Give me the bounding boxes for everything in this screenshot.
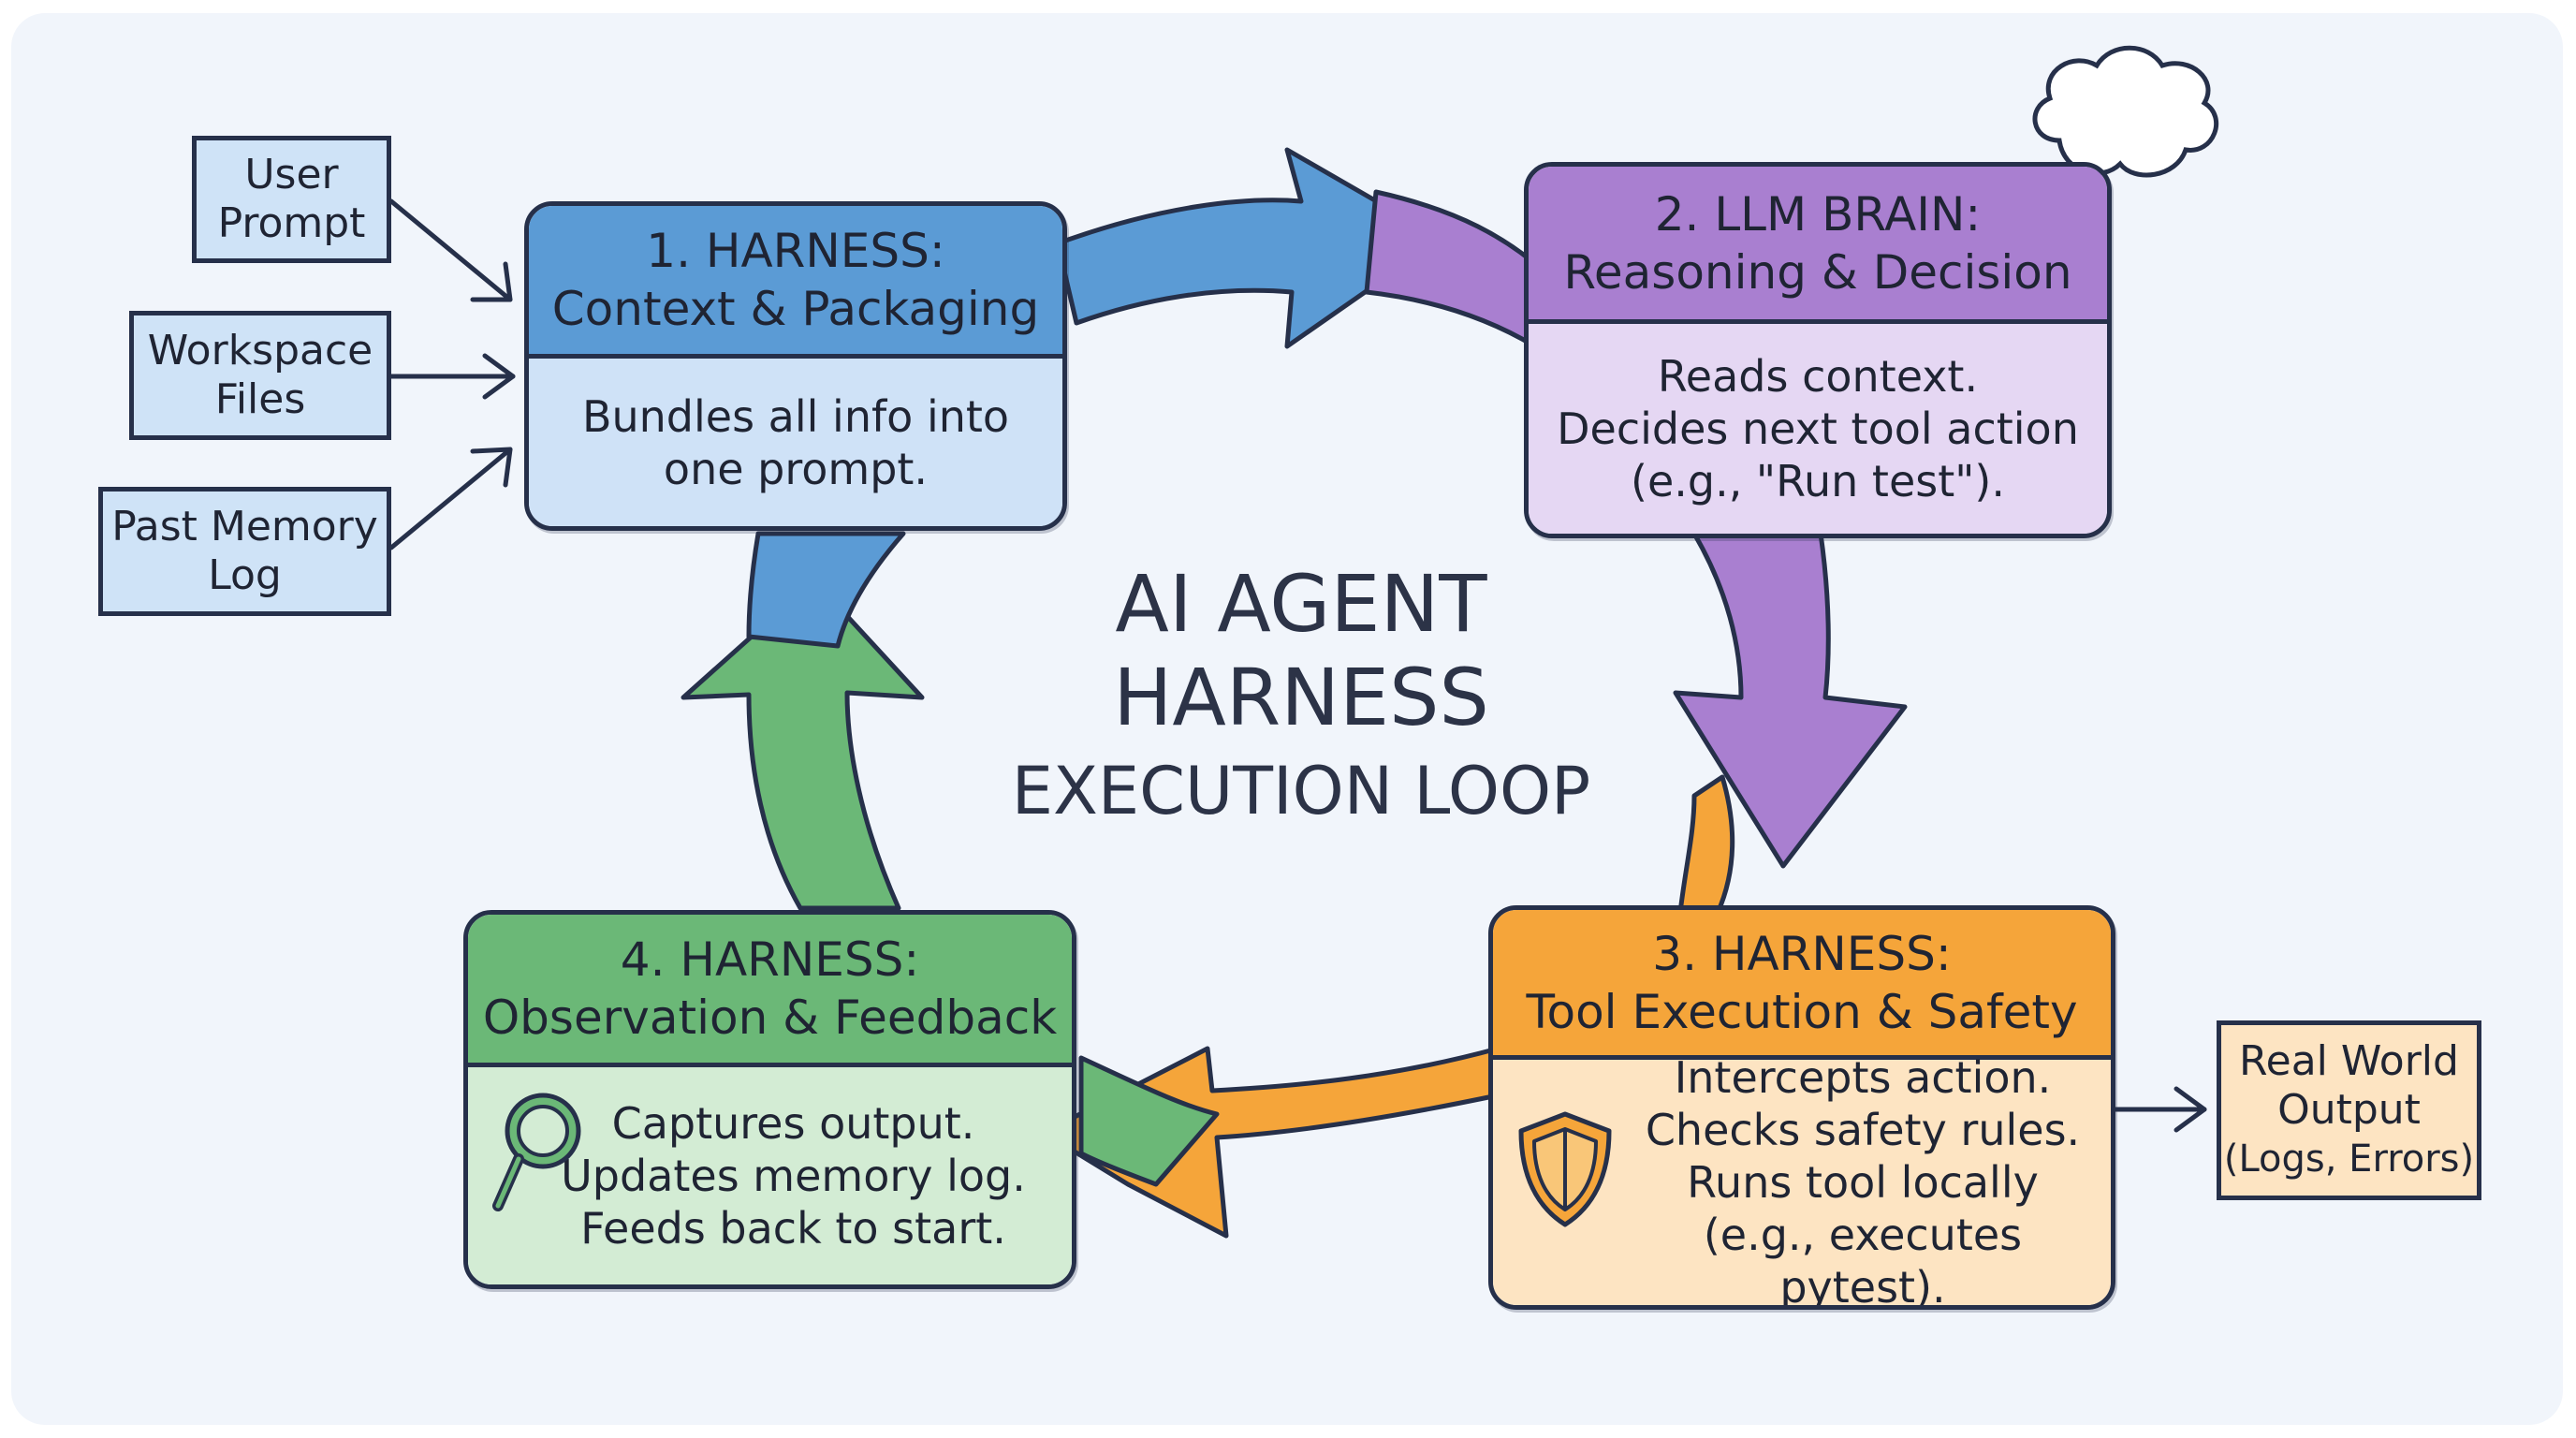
output-line2: Output: [2277, 1086, 2421, 1134]
output-line1: Real World: [2239, 1037, 2459, 1085]
step-4-body-line: Feeds back to start.: [580, 1203, 1006, 1254]
step-4-body-line: Updates memory log.: [561, 1151, 1026, 1201]
step-2-body: Reads context. Decides next tool action …: [1529, 324, 2107, 534]
input-workspace-files-line1: Workspace: [147, 327, 373, 374]
step-1-header: 1. HARNESS: Context & Packaging: [529, 206, 1062, 359]
input-past-memory-log: Past Memory Log: [98, 487, 391, 616]
shield-icon: [1518, 1111, 1612, 1227]
diagram-title-line2: HARNESS: [1113, 652, 1489, 743]
step-2-body-line: (e.g., "Run test").: [1631, 456, 2005, 506]
arrow-1-to-2-tail: [1364, 189, 1547, 349]
step-1-box: 1. HARNESS: Context & Packaging Bundles …: [524, 201, 1067, 531]
step-2-number-label: 2. LLM BRAIN:: [1654, 186, 1982, 242]
step-2-header: 2. LLM BRAIN: Reasoning & Decision: [1529, 167, 2107, 324]
input-arrow-user-prompt-head: [470, 261, 513, 302]
step-1-body: Bundles all info into one prompt.: [529, 359, 1062, 526]
input-workspace-files-line2: Files: [214, 375, 306, 423]
step-2-body-line: Reads context.: [1657, 351, 1979, 402]
input-arrow-memory-log-head: [470, 447, 513, 488]
arrow-4-to-1-tail: [746, 531, 906, 649]
step-2-box: 2. LLM BRAIN: Reasoning & Decision Reads…: [1524, 162, 2112, 538]
input-arrow-user-prompt: [388, 198, 513, 302]
real-world-output-box: Real World Output (Logs, Errors): [2217, 1020, 2481, 1200]
magnifier-icon: [492, 1093, 581, 1211]
step-3-box: 3. HARNESS: Tool Execution & Safety Inte…: [1488, 905, 2115, 1310]
diagram-title-line1: AI AGENT: [1115, 558, 1487, 650]
step-4-box: 4. HARNESS: Observation & Feedback Captu…: [463, 910, 1076, 1289]
input-user-prompt-line1: User: [244, 151, 339, 198]
input-past-memory-log-line1: Past Memory: [111, 503, 378, 550]
step-4-number-label: 4. HARNESS:: [620, 932, 920, 987]
input-user-prompt-line2: Prompt: [217, 199, 366, 247]
step-1-number-label: 1. HARNESS:: [646, 224, 945, 278]
step-1-body-line: one prompt.: [663, 443, 929, 494]
step-1-body-line: Bundles all info into: [581, 390, 1010, 442]
input-past-memory-log-line2: Log: [208, 551, 282, 599]
arrow-2-to-3-tail: [1677, 774, 1735, 916]
step-3-body-line: (e.g., executes pytest).: [1703, 1210, 2023, 1310]
input-workspace-files: Workspace Files: [129, 311, 391, 440]
step-3-header: 3. HARNESS: Tool Execution & Safety: [1493, 910, 2111, 1060]
step-3-body-line: Intercepts action.: [1674, 1052, 2052, 1103]
output-line3: (Logs, Errors): [2223, 1137, 2475, 1181]
diagram-title-line3: EXECUTION LOOP: [1011, 753, 1591, 829]
step-2-body-line: Decides next tool action: [1557, 404, 2079, 454]
input-arrow-workspace-files-head: [482, 353, 516, 400]
input-user-prompt: User Prompt: [192, 136, 391, 263]
output-arrow-head: [2174, 1086, 2207, 1133]
step-4-header: 4. HARNESS: Observation & Feedback: [468, 915, 1072, 1067]
step-2-title: Reasoning & Decision: [1563, 244, 2072, 300]
step-3-body-line: Checks safety rules.: [1645, 1105, 2081, 1155]
step-4-title: Observation & Feedback: [482, 990, 1058, 1045]
arrow-3-to-4-tail: [1078, 1055, 1220, 1187]
step-1-title: Context & Packaging: [551, 282, 1040, 336]
arrow-2-to-3: [1673, 531, 1908, 869]
step-3-title: Tool Execution & Safety: [1526, 984, 2078, 1039]
step-4-body-line: Captures output.: [611, 1098, 975, 1149]
input-arrow-memory-log: [388, 447, 513, 550]
step-3-body-line: Runs tool locally: [1687, 1157, 2039, 1208]
step-3-number-label: 3. HARNESS:: [1652, 926, 1952, 981]
